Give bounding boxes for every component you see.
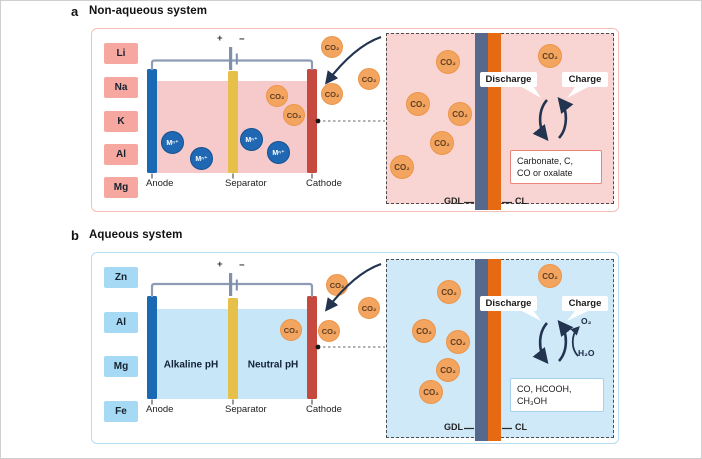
- co2-molecule: CO₂: [448, 102, 472, 126]
- cl-label: CL: [515, 196, 527, 206]
- co2-molecule: CO₂: [321, 83, 343, 105]
- separator-bar: [228, 298, 238, 399]
- co2-molecule: CO₂: [437, 280, 461, 304]
- co2-molecule: CO₂: [321, 36, 343, 58]
- panel-a-letter: a: [71, 4, 79, 19]
- cathode-bar: [307, 69, 317, 173]
- o2-label: O₂: [581, 316, 592, 326]
- gdl-label: GDL: [444, 196, 463, 206]
- panel-b-letter: b: [71, 228, 79, 243]
- anode-label: Anode: [146, 178, 174, 189]
- cl-bar: [488, 33, 501, 210]
- co2-molecule: CO₂: [390, 155, 414, 179]
- products-line: CO or oxalate: [517, 168, 573, 179]
- battery-plus-sign: +: [217, 33, 223, 44]
- alkaline-ph-label: Alkaline pH: [163, 359, 219, 371]
- gdl-bar: [475, 259, 488, 441]
- products-line: CO, HCOOH,: [517, 384, 572, 394]
- battery-minus-sign: −: [239, 260, 245, 271]
- metal-ion: Mⁿ⁺: [240, 128, 263, 151]
- co2-molecule: CO₂: [446, 330, 470, 354]
- co2-molecule: CO₂: [358, 297, 380, 319]
- co2-molecule: CO₂: [419, 380, 443, 404]
- anode-bar: [147, 296, 157, 399]
- cl-bar: [488, 259, 501, 441]
- separator-label: Separator: [225, 404, 267, 415]
- metal-zn: Zn: [104, 267, 138, 288]
- battery-minus-sign: −: [239, 34, 245, 45]
- anode-label: Anode: [146, 404, 174, 415]
- panel-b-title: Aqueous system: [89, 229, 183, 241]
- h2o-label: H₂O: [578, 348, 595, 358]
- metal-mg: Mg: [104, 177, 138, 198]
- discharge-bubble: Discharge: [480, 296, 537, 311]
- cathode-label: Cathode: [306, 178, 342, 189]
- gdl-label: GDL: [444, 422, 463, 432]
- co2-molecule: CO₂: [358, 68, 380, 90]
- co2-molecule: CO₂: [406, 92, 430, 116]
- metal-ion: Mⁿ⁺: [190, 147, 213, 170]
- metal-ion: Mⁿ⁺: [161, 131, 184, 154]
- discharge-products-box-b: CO, HCOOH, CH₃OH: [510, 378, 604, 413]
- discharge-products-box-a: Carbonate, C, CO or oxalate: [510, 150, 602, 185]
- products-line: Carbonate, C,: [517, 156, 574, 166]
- metal-k: K: [104, 111, 138, 132]
- products-line: CH₃OH: [517, 396, 548, 407]
- co2-molecule: CO₂: [436, 50, 460, 74]
- metal-al: Al: [104, 144, 138, 165]
- co2-molecule: CO₂: [283, 104, 305, 126]
- separator-label: Separator: [225, 178, 267, 189]
- anode-bar: [147, 69, 157, 173]
- co2-molecule: CO₂: [280, 319, 302, 341]
- co2-molecule: CO₂: [430, 131, 454, 155]
- co2-molecule: CO₂: [436, 358, 460, 382]
- metal-al: Al: [104, 312, 138, 333]
- gdl-bar: [475, 33, 488, 210]
- metal-ion: Mⁿ⁺: [267, 141, 290, 164]
- metal-li: Li: [104, 43, 138, 64]
- co2-molecule: CO₂: [538, 264, 562, 288]
- co2-molecule: CO₂: [326, 274, 348, 296]
- metal-fe: Fe: [104, 401, 138, 422]
- charge-bubble: Charge: [562, 72, 608, 87]
- cathode-label: Cathode: [306, 404, 342, 415]
- co2-molecule: CO₂: [266, 85, 288, 107]
- battery-plus-sign: +: [217, 259, 223, 270]
- panel-a-title: Non-aqueous system: [89, 5, 208, 17]
- discharge-bubble: Discharge: [480, 72, 537, 87]
- separator-bar: [228, 71, 238, 173]
- co2-molecule: CO₂: [318, 320, 340, 342]
- metal-na: Na: [104, 77, 138, 98]
- cathode-bar: [307, 296, 317, 399]
- cl-label: CL: [515, 422, 527, 432]
- co2-molecule: CO₂: [538, 44, 562, 68]
- co2-molecule: CO₂: [412, 319, 436, 343]
- charge-bubble: Charge: [562, 296, 608, 311]
- metal-mg: Mg: [104, 356, 138, 377]
- neutral-ph-label: Neutral pH: [247, 359, 299, 371]
